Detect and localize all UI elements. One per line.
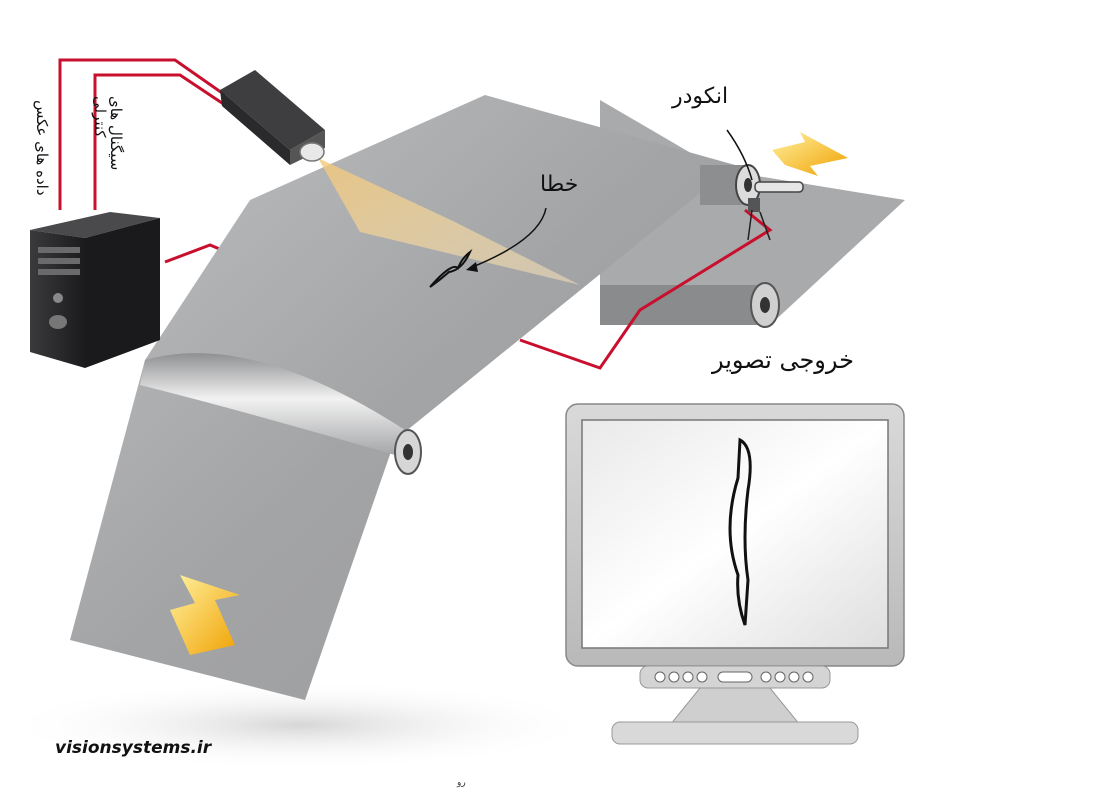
defect-image xyxy=(728,437,752,626)
sheet-curl xyxy=(140,353,405,455)
input-roller xyxy=(394,429,422,475)
encoder-pointer xyxy=(726,129,753,181)
encoder-label: انکودر xyxy=(672,84,729,109)
control-signals-label: سیگنال های کنترلی xyxy=(91,96,125,171)
camera-icon xyxy=(220,70,325,165)
image-output-label: خروجی تصویر xyxy=(712,346,854,374)
light-cone xyxy=(318,158,580,285)
output-roller xyxy=(600,282,780,328)
defect-label: خطا xyxy=(540,172,579,197)
defect-mark xyxy=(429,248,473,288)
direction-arrow-icon xyxy=(170,575,240,655)
floor-shadow xyxy=(0,680,600,770)
defect-pointer-head xyxy=(466,262,478,272)
image-data-label: داده های عکس xyxy=(33,100,51,196)
watermark: visionsystems.ir xyxy=(55,738,212,758)
computer-tower-icon xyxy=(30,212,160,368)
sheet-main xyxy=(70,95,735,700)
direction-arrow-icon xyxy=(772,132,848,176)
defect-pointer xyxy=(469,207,547,269)
encoder-icon xyxy=(700,164,804,241)
footer-mark: رو xyxy=(457,778,466,788)
monitor-icon xyxy=(565,403,905,745)
